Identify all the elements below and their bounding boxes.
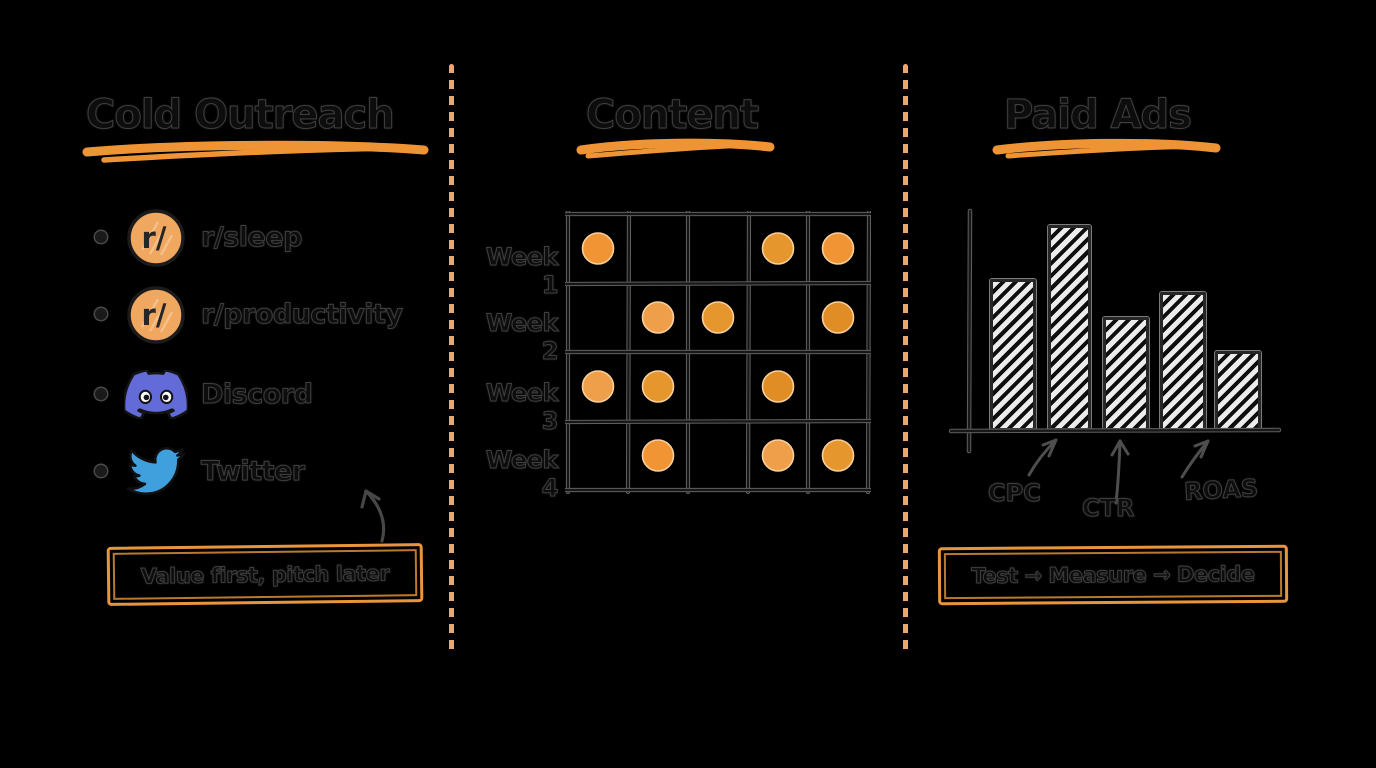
grid-line [565, 419, 871, 424]
paid-ads-underline [992, 138, 1221, 159]
ctr-arrow-icon [1114, 439, 1122, 505]
paid-ads-title: Paid Ads [1004, 92, 1193, 139]
callout-text: Test → Measure → Decide [971, 562, 1255, 589]
content-post-dot [641, 301, 675, 334]
bullet-dot [95, 231, 107, 243]
content-post-dot [821, 232, 855, 265]
content-post-dot [761, 439, 795, 472]
bullet-dot [95, 388, 107, 400]
content-underline [576, 138, 775, 159]
list-item: Discord [95, 361, 313, 427]
content-post-dot [821, 301, 855, 334]
chart-bar-2 [1048, 225, 1091, 431]
week-label: Week 2 [485, 309, 559, 366]
content-post-dot [641, 439, 675, 472]
content-post-dot [581, 370, 615, 403]
svg-text:r/: r/ [142, 221, 167, 255]
metric-label-cpc: CPC [988, 479, 1042, 508]
column-divider-2 [903, 64, 908, 652]
content-post-dot [581, 232, 615, 265]
week-label: Week 4 [485, 446, 559, 503]
chart-axes-and-arrows [948, 208, 1282, 505]
reddit-icon: r/ [123, 282, 189, 346]
cold-outreach-title: Cold Outreach [86, 92, 396, 139]
content-title: Content [585, 92, 759, 139]
week-label: Week 1 [485, 243, 559, 300]
channel-label: r/productivity [200, 298, 403, 330]
grid-line [565, 281, 871, 286]
list-item: Twitter [95, 438, 306, 504]
value-first-callout: Value first, pitch later [106, 543, 424, 606]
callout-text: Value first, pitch later [140, 560, 390, 589]
content-post-dot [821, 439, 855, 472]
bullet-dot [95, 465, 107, 477]
metric-label-roas: ROAS [1183, 474, 1259, 507]
content-post-dot [701, 301, 735, 334]
list-item: r/ r/sleep [95, 204, 303, 270]
content-post-dot [641, 370, 675, 403]
reddit-icon: r/ [123, 205, 189, 269]
paid-ads-bar-chart [945, 205, 1285, 431]
chart-bar-5 [1215, 351, 1261, 431]
channel-label: Twitter [201, 455, 306, 487]
cold-outreach-underline [82, 140, 429, 163]
svg-text:r/: r/ [142, 298, 167, 332]
list-item: r/ r/productivity [95, 281, 403, 347]
metric-label-ctr: CTR [1081, 494, 1135, 523]
channel-label: Discord [200, 378, 313, 410]
bullet-dot [95, 308, 107, 320]
content-calendar-grid [565, 211, 871, 495]
column-divider-1 [449, 64, 454, 652]
content-post-dot [761, 370, 795, 403]
callout-arrow-icon [360, 489, 386, 543]
twitter-icon [123, 443, 189, 499]
discord-icon [123, 369, 189, 419]
test-measure-decide-callout: Test → Measure → Decide [937, 544, 1289, 606]
content-post-dot [761, 232, 795, 265]
chart-bar-4 [1160, 292, 1206, 431]
chart-bar-1 [990, 279, 1036, 431]
week-label: Week 3 [485, 379, 559, 436]
channel-label: r/sleep [201, 221, 303, 253]
